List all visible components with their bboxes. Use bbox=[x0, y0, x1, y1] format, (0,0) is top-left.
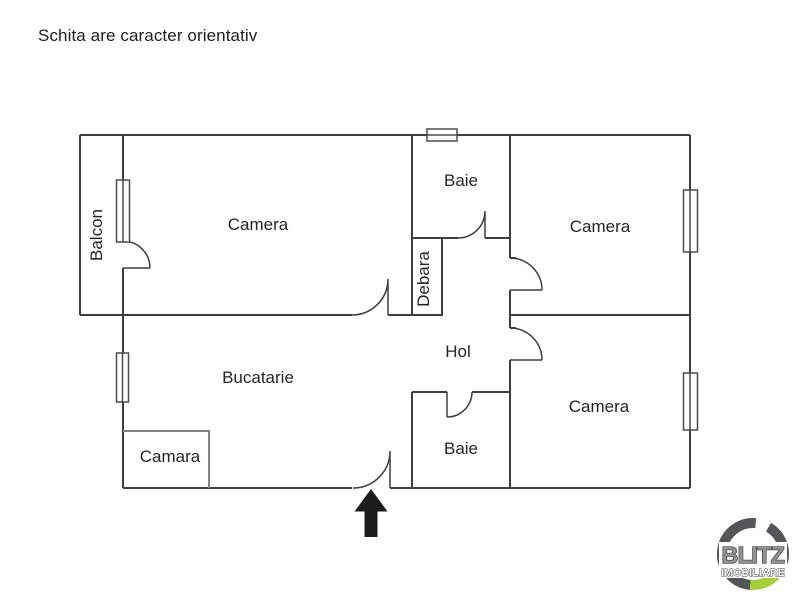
camera-bottom-right-door bbox=[509, 327, 543, 361]
logo-subtitle-text: IMOBILIARE bbox=[721, 567, 785, 579]
windows bbox=[115, 128, 699, 431]
camera-bottom-right-window bbox=[682, 372, 699, 431]
kitchen-window bbox=[115, 352, 130, 403]
baie-bottom-door bbox=[446, 391, 473, 418]
room-label-camara: Camara bbox=[139, 447, 201, 466]
room-label-camera-top-left: Camera bbox=[227, 215, 289, 234]
entrance-arrow-icon bbox=[354, 489, 388, 537]
baie-top-door bbox=[457, 210, 486, 239]
camera-top-right-door bbox=[509, 257, 543, 291]
camera-top-left-door bbox=[351, 278, 389, 316]
room-label-baie-bottom: Baie bbox=[443, 439, 479, 458]
room-label-hol: Hol bbox=[445, 342, 471, 361]
camara-walls bbox=[123, 430, 210, 488]
doors bbox=[122, 210, 543, 489]
balcony-door bbox=[122, 240, 151, 269]
logo-text-backing bbox=[719, 542, 787, 578]
baie-top-window bbox=[426, 128, 458, 142]
room-label-debara: Debara bbox=[414, 251, 433, 307]
brand-logo: BLITZ IMOBILIARE bbox=[716, 518, 789, 590]
entrance-door bbox=[352, 450, 391, 489]
room-label-balcon: Balcon bbox=[87, 209, 106, 261]
logo-brand-text: BLITZ bbox=[722, 542, 785, 568]
room-label-baie-top: Baie bbox=[443, 171, 479, 190]
walls bbox=[79, 134, 691, 489]
balcony-window bbox=[115, 179, 131, 243]
room-label-camera-top-right: Camera bbox=[569, 217, 631, 236]
camera-top-right-window bbox=[682, 189, 699, 253]
room-label-camera-bottom-right: Camera bbox=[568, 397, 630, 416]
room-label-bucatarie: Bucatarie bbox=[222, 368, 294, 387]
page-title: Schita are caracter orientativ bbox=[38, 26, 258, 45]
